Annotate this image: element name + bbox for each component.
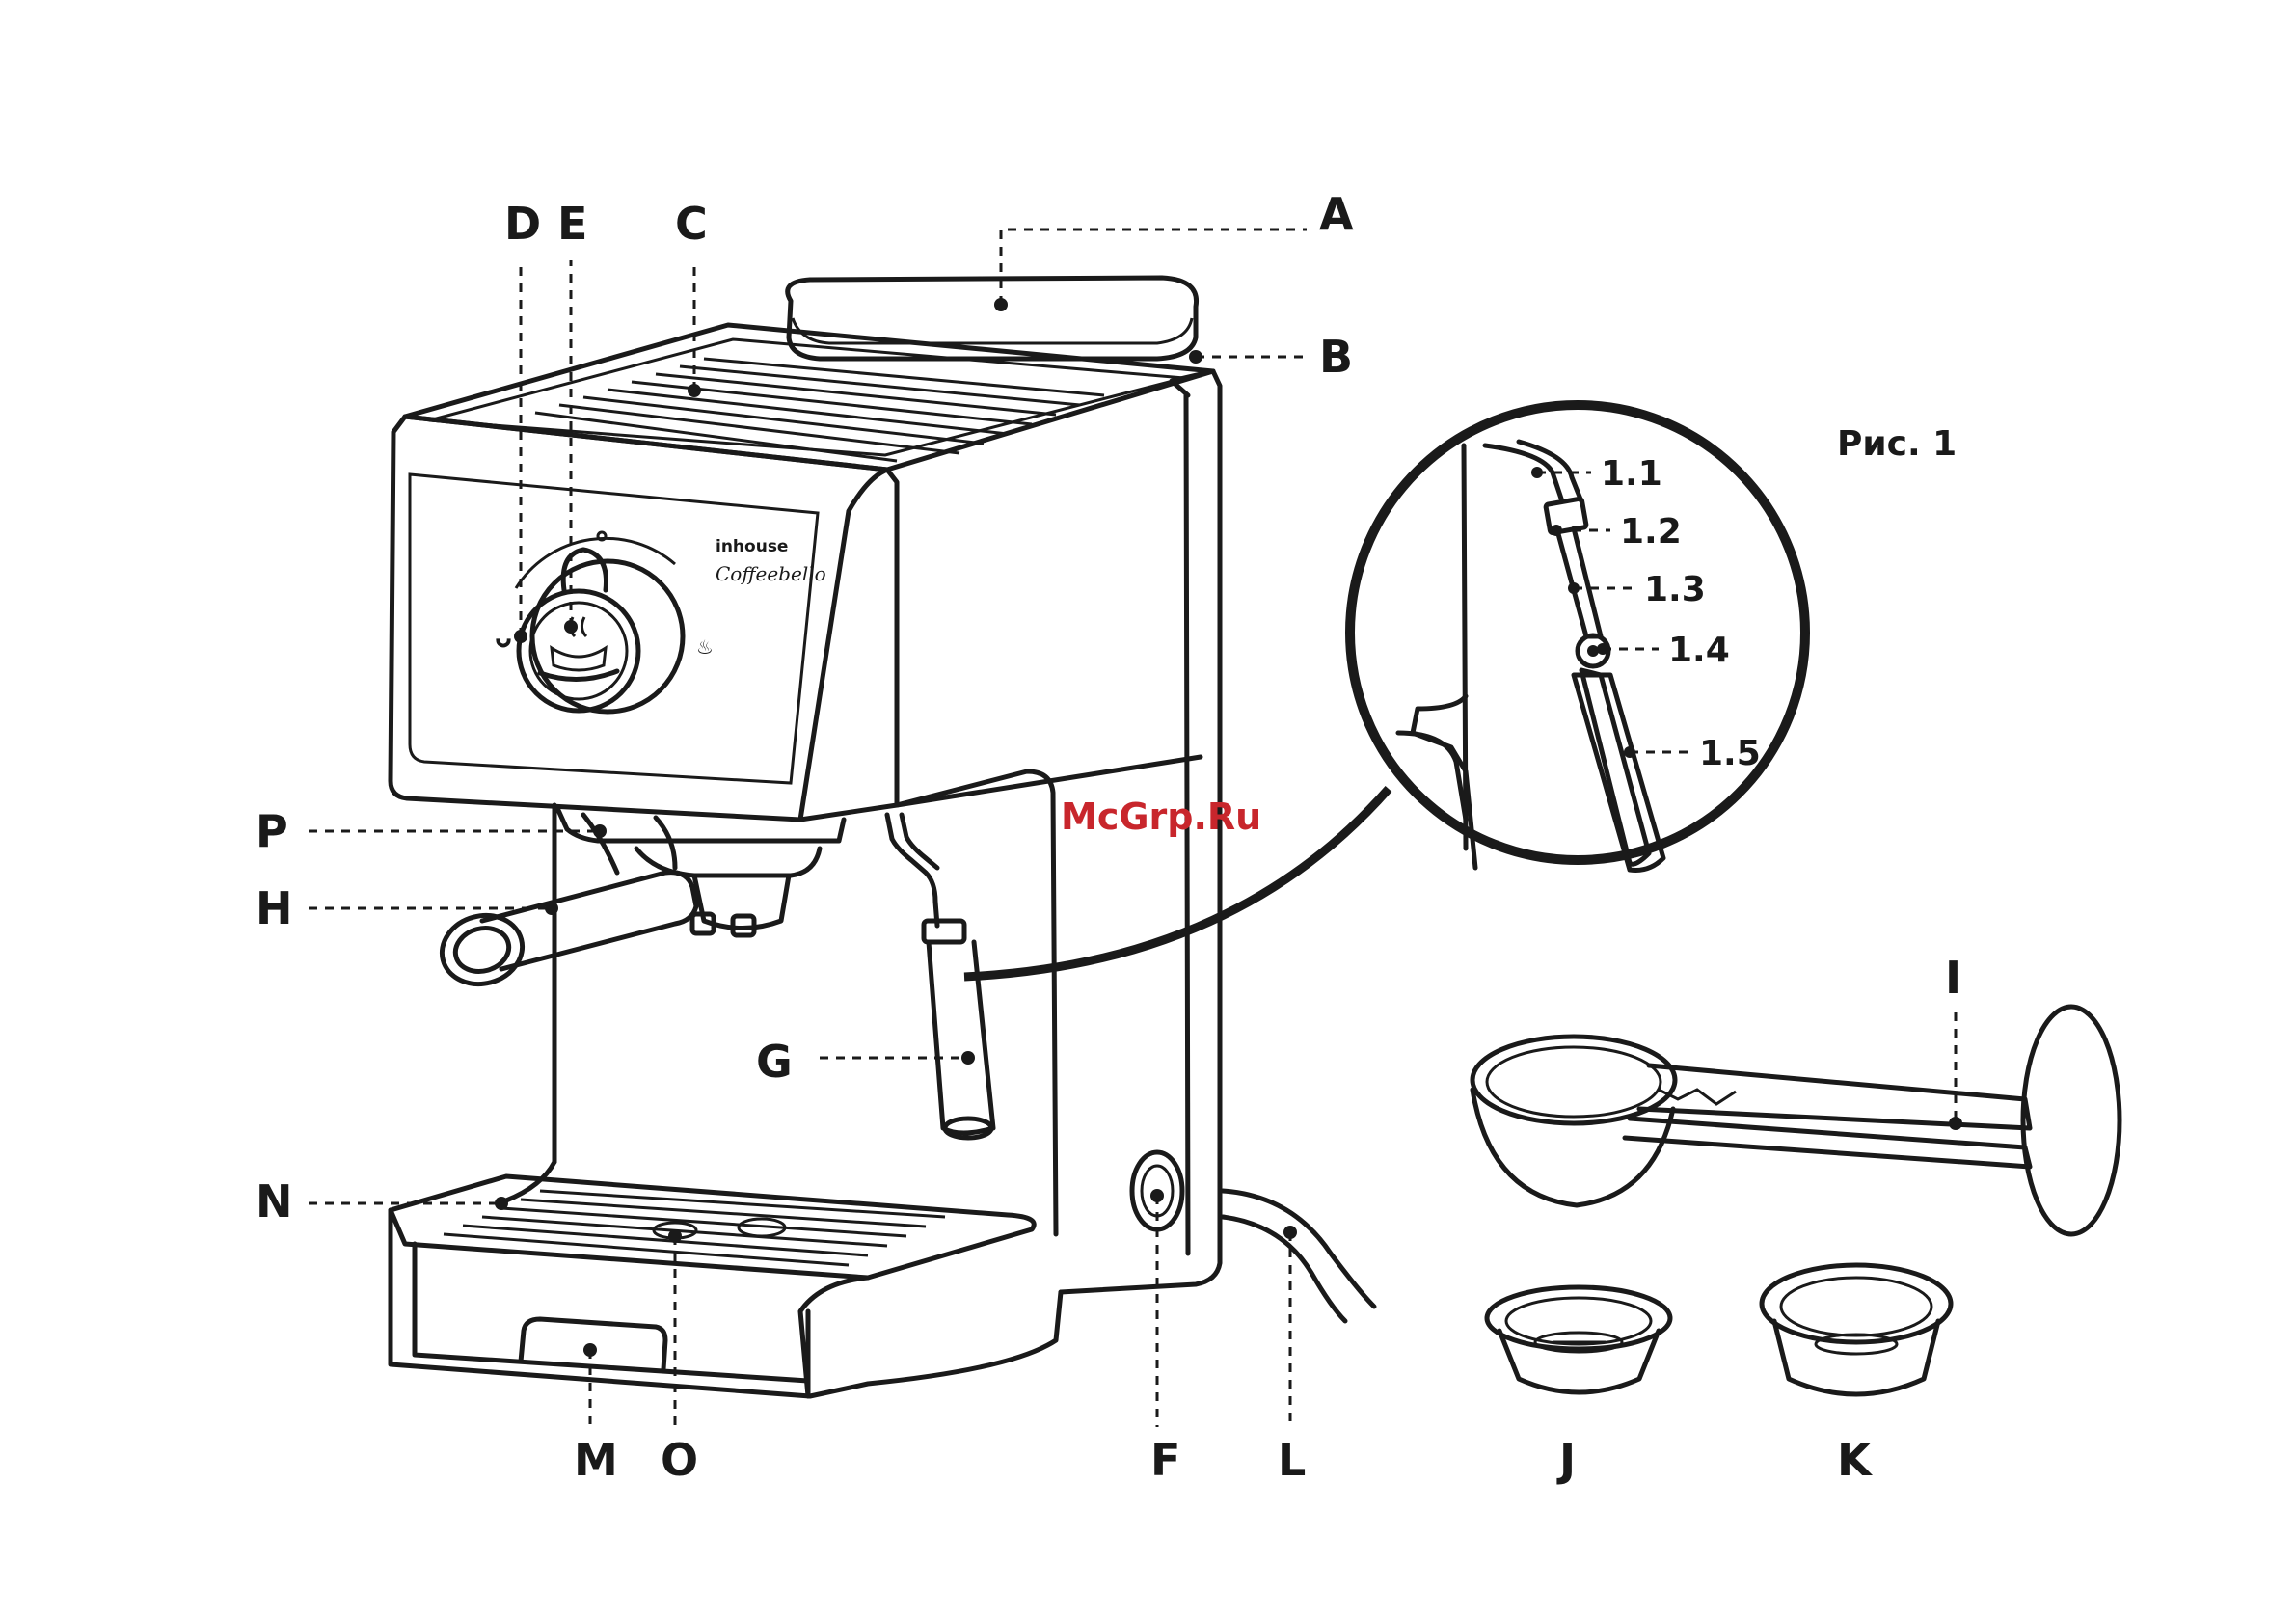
label-k: K (1837, 1434, 1874, 1486)
label-o: O (661, 1434, 698, 1486)
label-1-2: 1.2 (1620, 512, 1682, 552)
label-f: F (1150, 1434, 1180, 1486)
label-c: C (675, 198, 708, 250)
label-b: B (1319, 331, 1353, 383)
label-i: I (1945, 952, 1961, 1004)
portafilter (434, 808, 844, 993)
svg-text:♨: ♨ (696, 635, 714, 659)
filter-basket-k (1762, 1265, 1951, 1394)
svg-text:◡: ◡ (497, 630, 510, 648)
label-j: J (1556, 1434, 1576, 1486)
detail-circle (1350, 405, 1805, 871)
svg-text:Coffeebello: Coffeebello (716, 562, 826, 585)
label-d: D (504, 198, 541, 250)
label-1-3: 1.3 (1644, 570, 1706, 609)
label-1-4: 1.4 (1668, 631, 1730, 670)
label-l: L (1278, 1434, 1306, 1486)
power-cord (1223, 1191, 1374, 1307)
svg-text:inhouse: inhouse (716, 537, 788, 556)
filter-basket-j (1487, 1287, 1670, 1392)
label-1-5: 1.5 (1699, 734, 1761, 773)
label-1-1: 1.1 (1601, 454, 1662, 494)
label-h: H (256, 882, 293, 934)
label-p: P (256, 805, 288, 857)
label-g: G (756, 1036, 793, 1088)
label-m: M (574, 1434, 618, 1486)
label-e: E (557, 198, 587, 250)
control-knob: inhouse Coffeebello ◡ ♨ (497, 532, 826, 712)
watermark: McGrp.Ru (1061, 796, 1261, 838)
tamper-scoop (1472, 1007, 2120, 1234)
figure-caption: Рис. 1 (1837, 424, 1957, 464)
label-n: N (256, 1175, 293, 1227)
label-a: A (1319, 188, 1354, 240)
